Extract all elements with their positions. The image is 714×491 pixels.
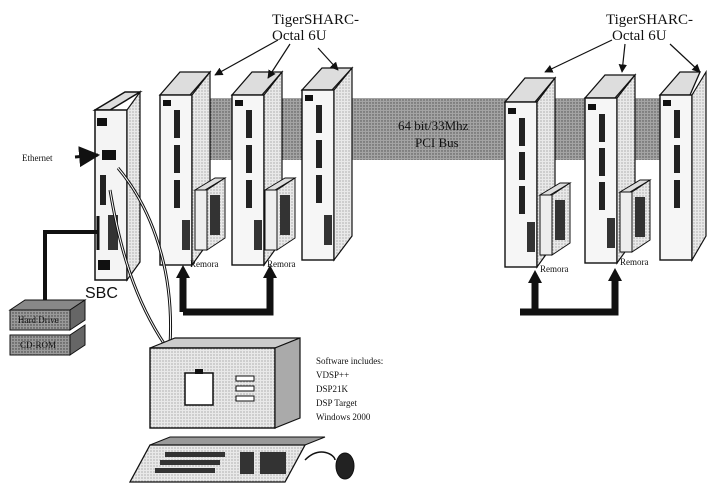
board-label-right-line2: Octal 6U bbox=[612, 28, 667, 44]
remora-label-1: Remora bbox=[190, 259, 219, 269]
remora-label-3: Remora bbox=[540, 264, 569, 274]
remora-arrows-left bbox=[176, 265, 277, 312]
software-item: VDSP++ bbox=[316, 370, 349, 380]
sbc-label: SBC bbox=[85, 285, 118, 302]
sbc-board bbox=[95, 92, 140, 280]
remora-label-4: Remora bbox=[620, 257, 649, 267]
remora-arrows-right bbox=[520, 268, 622, 312]
remora-module-3 bbox=[540, 183, 570, 255]
keyboard bbox=[130, 437, 325, 482]
cdrom-label: CD-ROM bbox=[20, 340, 56, 350]
dsp-board-left-3 bbox=[302, 68, 352, 260]
remora-label-2: Remora bbox=[267, 259, 296, 269]
dsp-board-right-3 bbox=[660, 72, 706, 260]
software-item: Windows 2000 bbox=[316, 412, 371, 422]
software-item: DSP21K bbox=[316, 384, 349, 394]
bus-label-line2: PCI Bus bbox=[415, 135, 459, 150]
remora-module-1 bbox=[195, 178, 225, 250]
software-item: DSP Target bbox=[316, 398, 357, 408]
board-label-left-line2: Octal 6U bbox=[272, 28, 327, 44]
board-label-left-line1: TigerSHARC- bbox=[272, 12, 359, 28]
host-computer bbox=[150, 338, 300, 428]
hard-drive-label: Hard Drive bbox=[18, 315, 59, 325]
ethernet-label: Ethernet bbox=[22, 153, 53, 163]
board-label-right-line1: TigerSHARC- bbox=[606, 12, 693, 28]
software-heading: Software includes: bbox=[316, 356, 383, 366]
mouse bbox=[305, 452, 354, 479]
bus-label-line1: 64 bit/33Mhz bbox=[398, 118, 469, 133]
remora-module-2 bbox=[265, 178, 295, 250]
remora-module-4 bbox=[620, 180, 650, 252]
